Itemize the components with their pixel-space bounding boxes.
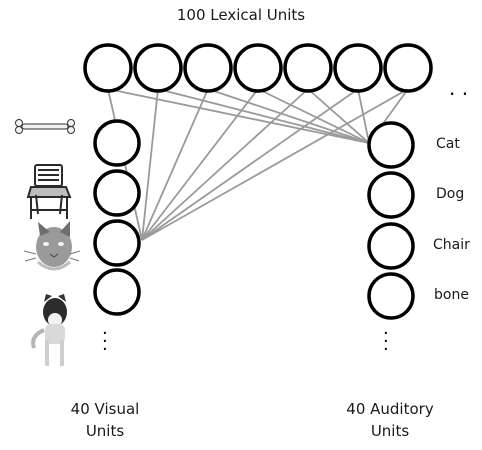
cat-icon bbox=[23, 221, 81, 271]
auditory-unit bbox=[367, 222, 415, 270]
visual-units-label: 40 Visual Units bbox=[52, 398, 158, 442]
auditory-unit bbox=[367, 171, 415, 219]
lexical-units-label: 100 Lexical Units bbox=[176, 6, 306, 24]
lexical-unit bbox=[133, 43, 183, 93]
lexical-auditory-connection bbox=[107, 88, 370, 144]
auditory-units-label: 40 Auditory Units bbox=[326, 398, 454, 442]
lexical-auditory-connection bbox=[357, 88, 370, 144]
lexical-auditory-connection bbox=[207, 88, 370, 144]
dog-icon bbox=[31, 294, 67, 366]
auditory-units-label-line1: 40 Auditory bbox=[346, 400, 434, 418]
lexical-continuation-dots: . . bbox=[449, 76, 469, 100]
lexical-auditory-connection bbox=[157, 88, 370, 144]
auditory-word-cat: Cat bbox=[436, 136, 460, 152]
lexical-visual-connection bbox=[141, 88, 259, 241]
visual-unit bbox=[93, 268, 141, 316]
auditory-word-dog: Dog bbox=[436, 186, 465, 202]
lexical-visual-connection bbox=[141, 88, 309, 241]
lexical-visual-connection bbox=[141, 88, 159, 241]
chair-icon bbox=[26, 164, 72, 219]
lexical-unit bbox=[183, 43, 233, 93]
lexical-auditory-connection bbox=[257, 88, 370, 144]
connection-lines bbox=[107, 88, 409, 241]
lexical-visual-connection bbox=[141, 88, 359, 241]
visual-unit bbox=[93, 169, 141, 217]
auditory-word-chair: Chair bbox=[433, 237, 470, 253]
visual-units-label-line1: 40 Visual bbox=[70, 400, 140, 418]
auditory-layer bbox=[367, 121, 415, 320]
lexical-visual-connection bbox=[141, 88, 409, 241]
lexical-unit bbox=[233, 43, 283, 93]
auditory-word-bone: bone bbox=[434, 287, 469, 303]
lexical-unit bbox=[283, 43, 333, 93]
auditory-unit bbox=[367, 272, 415, 320]
visual-unit bbox=[93, 219, 141, 267]
visual-units-label-line2: Units bbox=[85, 422, 125, 440]
lexical-layer bbox=[83, 43, 433, 93]
auditory-units-label-line2: Units bbox=[370, 422, 410, 440]
visual-continuation-dots: ··· bbox=[102, 323, 108, 360]
lexical-unit bbox=[383, 43, 433, 93]
visual-unit bbox=[93, 119, 141, 167]
lexical-unit bbox=[83, 43, 133, 93]
bone-icon bbox=[15, 119, 75, 134]
auditory-unit bbox=[367, 121, 415, 169]
auditory-continuation-dots: ··· bbox=[383, 323, 389, 360]
lexical-auditory-connection bbox=[307, 88, 370, 144]
lexical-visual-connection bbox=[141, 88, 209, 241]
visual-layer bbox=[93, 119, 141, 316]
lexical-unit bbox=[333, 43, 383, 93]
